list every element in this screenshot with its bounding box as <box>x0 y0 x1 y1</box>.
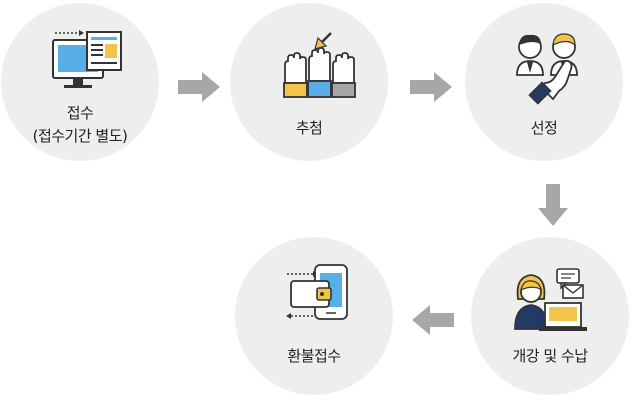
raised-hands-icon <box>283 32 356 98</box>
step-open: 개강 및 수납 <box>471 237 629 395</box>
arrow-right-icon <box>410 72 452 102</box>
step-receive: 접수 (접수기간 별도) <box>1 3 159 161</box>
step-select-label: 선정 <box>530 119 558 137</box>
woman-laptop-icon <box>514 268 587 331</box>
step-refund: 환불접수 <box>235 237 393 395</box>
step-refund-label: 환불접수 <box>287 347 341 365</box>
step-receive-sublabel: (접수기간 별도) <box>32 127 128 145</box>
mobile-wallet-icon <box>286 264 348 320</box>
step-receive-label: 접수 <box>66 104 94 122</box>
computer-document-icon <box>52 30 122 88</box>
step-select: 선정 <box>465 3 623 161</box>
arrow-down-icon <box>538 184 568 226</box>
arrow-left-icon <box>412 305 454 335</box>
step-lottery-label: 추첨 <box>295 119 323 137</box>
arrow-right-icon <box>178 72 220 102</box>
step-lottery: 추첨 <box>230 3 388 161</box>
step-open-label: 개강 및 수납 <box>512 347 588 365</box>
select-person-icon <box>516 33 578 105</box>
